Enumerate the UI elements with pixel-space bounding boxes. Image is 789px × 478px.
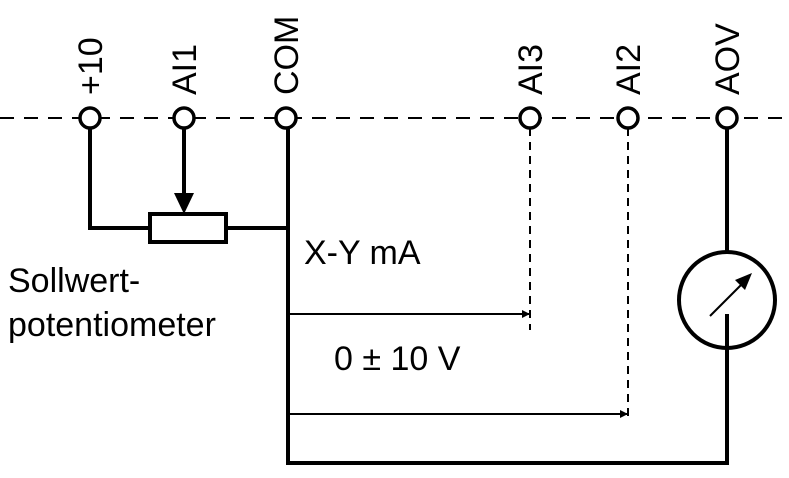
current-signal-label: X-Y mA [304,234,421,272]
potentiometer-label-line2: potentiometer [8,306,216,344]
terminal-ai2 [616,106,640,130]
terminal-label-com: COM [268,16,306,95]
terminal-plus10 [78,106,102,130]
voltage-signal-label: 0 ± 10 V [334,340,461,378]
terminal-label-aov: AOV [709,23,747,95]
terminal-ai1 [172,106,196,130]
meter-needle-arrowhead [735,273,752,290]
wire-plus10-to-pot [88,128,150,230]
potentiometer-resistor [148,212,228,244]
wire-com-return [286,128,729,465]
wiper-arrowhead [174,193,194,214]
potentiometer-label-line1: Sollwert- [8,262,140,300]
terminal-ai3 [518,106,542,130]
meter-gauge [677,250,777,350]
terminal-label-ai1: AI1 [166,44,204,95]
terminal-label-ai2: AI2 [610,44,648,95]
terminal-label-ai3: AI3 [512,44,550,95]
terminal-com [274,106,298,130]
terminal-aov [715,106,739,130]
meter-needle [709,280,746,317]
terminal-label-plus10: +10 [72,37,110,95]
